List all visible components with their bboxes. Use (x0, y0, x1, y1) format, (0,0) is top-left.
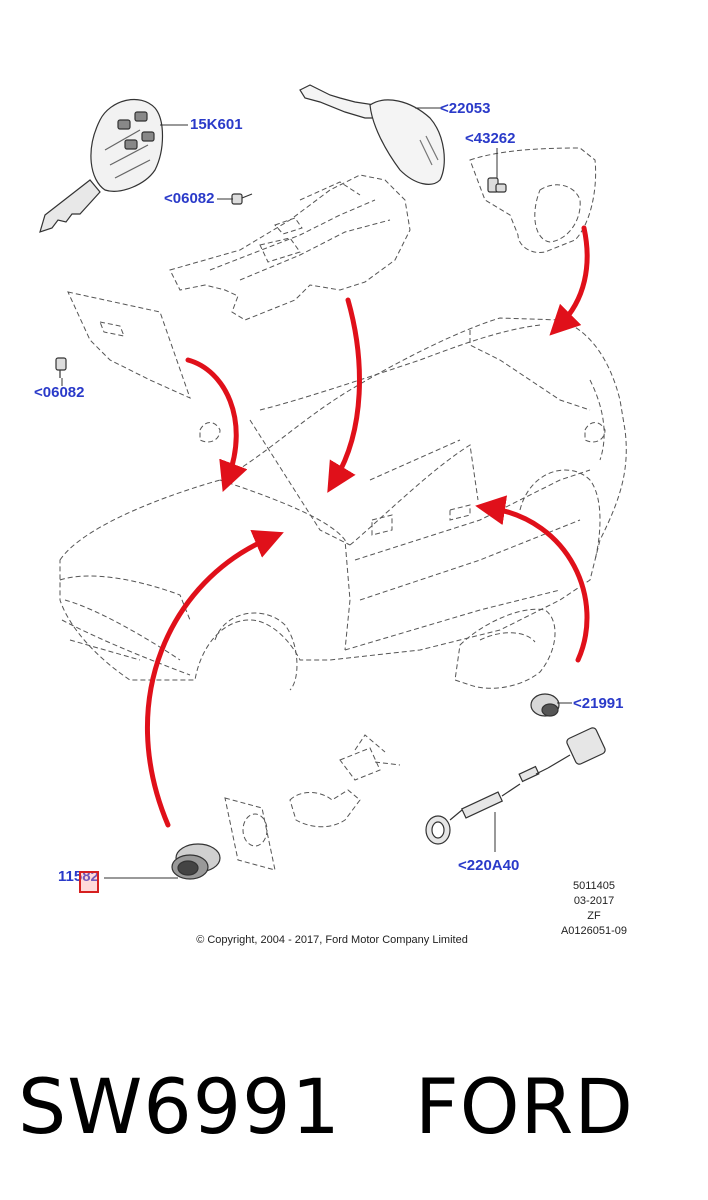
ignition-lock-cylinder-part (171, 843, 221, 880)
door-lock-cylinder-part (530, 693, 560, 717)
wiring-harness-illustration (425, 727, 606, 845)
center-console-illustration (169, 174, 411, 321)
callout-21991[interactable]: <21991 (573, 695, 624, 712)
screw-panel-part (55, 357, 67, 378)
callout-06082-console[interactable]: <06082 (164, 190, 215, 207)
ignition-assembly-illustration (224, 734, 401, 871)
trunk-panel-illustration (469, 147, 597, 254)
callout-06082-panel[interactable]: <06082 (34, 384, 85, 401)
info-line-1: 5011405 (572, 880, 615, 892)
door-handle-illustration (454, 608, 556, 689)
screw-console-part (231, 193, 253, 205)
arrow-ignition-to-car (145, 529, 284, 828)
car-body-outline (59, 317, 627, 691)
arrow-trunk-to-car (549, 225, 590, 336)
highlight-box (79, 871, 99, 893)
side-panel-illustration (67, 291, 191, 399)
copyright-notice: © Copyright, 2004 - 2017, Ford Motor Com… (196, 934, 468, 946)
callout-43262[interactable]: <43262 (465, 130, 516, 147)
part-number-caption: SW6991 (18, 1062, 341, 1151)
arrow-panel-to-car (185, 357, 248, 493)
callout-15k601[interactable]: 15K601 (190, 116, 243, 133)
info-line-3: ZF (587, 910, 601, 922)
key-illustration (299, 84, 445, 185)
info-line-2: 03-2017 (573, 895, 615, 907)
remote-key-illustration (39, 98, 164, 233)
callout-22053[interactable]: <22053 (440, 100, 491, 117)
brand-caption: FORD (415, 1062, 634, 1151)
lock-cylinder-trunk-part (487, 177, 507, 193)
red-arrows (145, 225, 590, 828)
arrow-door-lock-to-car (475, 495, 590, 663)
callout-220a40[interactable]: <220A40 (458, 857, 520, 874)
arrow-console-to-car (327, 297, 362, 493)
info-line-4: A0126051-09 (560, 925, 628, 937)
info-block: 5011405 03-2017 ZF A0126051-09 (552, 879, 636, 939)
parts-diagram (39, 84, 627, 880)
